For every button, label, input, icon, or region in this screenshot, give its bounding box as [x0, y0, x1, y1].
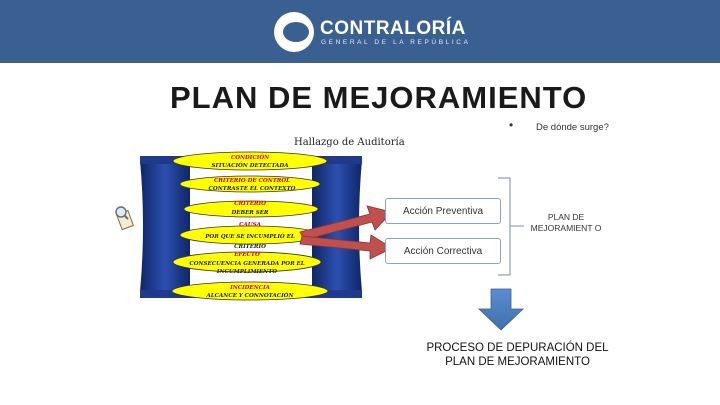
accion-preventiva-box: Acción Preventiva	[385, 198, 501, 224]
segment-efecto-bottom: CONSECUENCIA GENERADA POR EL INCUMPLIMIE…	[189, 261, 305, 275]
segment-criterio-control-bottom: CONTRASTE EL CONTEXTO	[208, 186, 296, 192]
hallazgo-heading: Hallazgo de Auditoría	[294, 137, 405, 148]
bullet-text: De dónde surge?	[536, 122, 609, 133]
logo-subtitle: GENERAL DE LA REPÚBLICA	[321, 39, 471, 46]
segment-incidencia-bottom: ALCANCE Y CONNOTACIÓN	[206, 293, 294, 299]
logo-name: CONTRALORÍA	[320, 18, 466, 39]
segment-condicion-bottom: SITUACIÓN DETECTADA	[211, 163, 289, 169]
proceso-depuracion-text: PROCESO DE DEPURACIÓN DEL PLAN DE MEJORA…	[395, 341, 640, 369]
segment-criterio-top: CRITERIO	[234, 201, 266, 207]
pillar-segments	[171, 151, 329, 301]
down-arrow	[478, 288, 524, 331]
segment-criterio-control-top: CRITERIO DE CONTROL	[213, 178, 291, 184]
segment-condicion-top: CONDICIÓN	[230, 155, 270, 161]
arrow-to-correctiva	[299, 234, 393, 260]
bullet-icon: •	[509, 118, 514, 132]
plan-mejoramiento-label: PLAN DE MEJORAMIENT O	[530, 212, 602, 233]
page-title: PLAN DE MEJORAMIENTO	[170, 80, 588, 115]
segment-efecto	[172, 251, 322, 273]
segment-causa-top: CAUSA	[239, 222, 261, 228]
magnifier-document-icon	[115, 206, 135, 230]
header-bar: CONTRALORÍA GENERAL DE LA REPÚBLICA	[0, 0, 720, 63]
segment-causa-bottom: POR QUE SE INCUMPLIÓ EL CRITERIO	[205, 234, 295, 250]
segment-incidencia	[171, 281, 329, 301]
proceso-line-1: PROCESO DE DEPURACIÓN DEL	[426, 342, 609, 354]
proceso-line-2: PLAN DE MEJORAMIENTO	[445, 356, 590, 368]
pillar-left	[140, 160, 190, 292]
accion-correctiva-box: Acción Correctiva	[385, 238, 501, 264]
contraloria-logo-icon	[274, 12, 314, 52]
segment-efecto-top: EFECTO	[234, 252, 260, 258]
segment-condicion	[172, 151, 328, 171]
segment-incidencia-top: INCIDENCIA	[230, 285, 270, 291]
segment-criterio-control	[179, 175, 321, 193]
segment-criterio	[183, 200, 319, 218]
segment-criterio-bottom: DEBER SER	[231, 210, 269, 216]
